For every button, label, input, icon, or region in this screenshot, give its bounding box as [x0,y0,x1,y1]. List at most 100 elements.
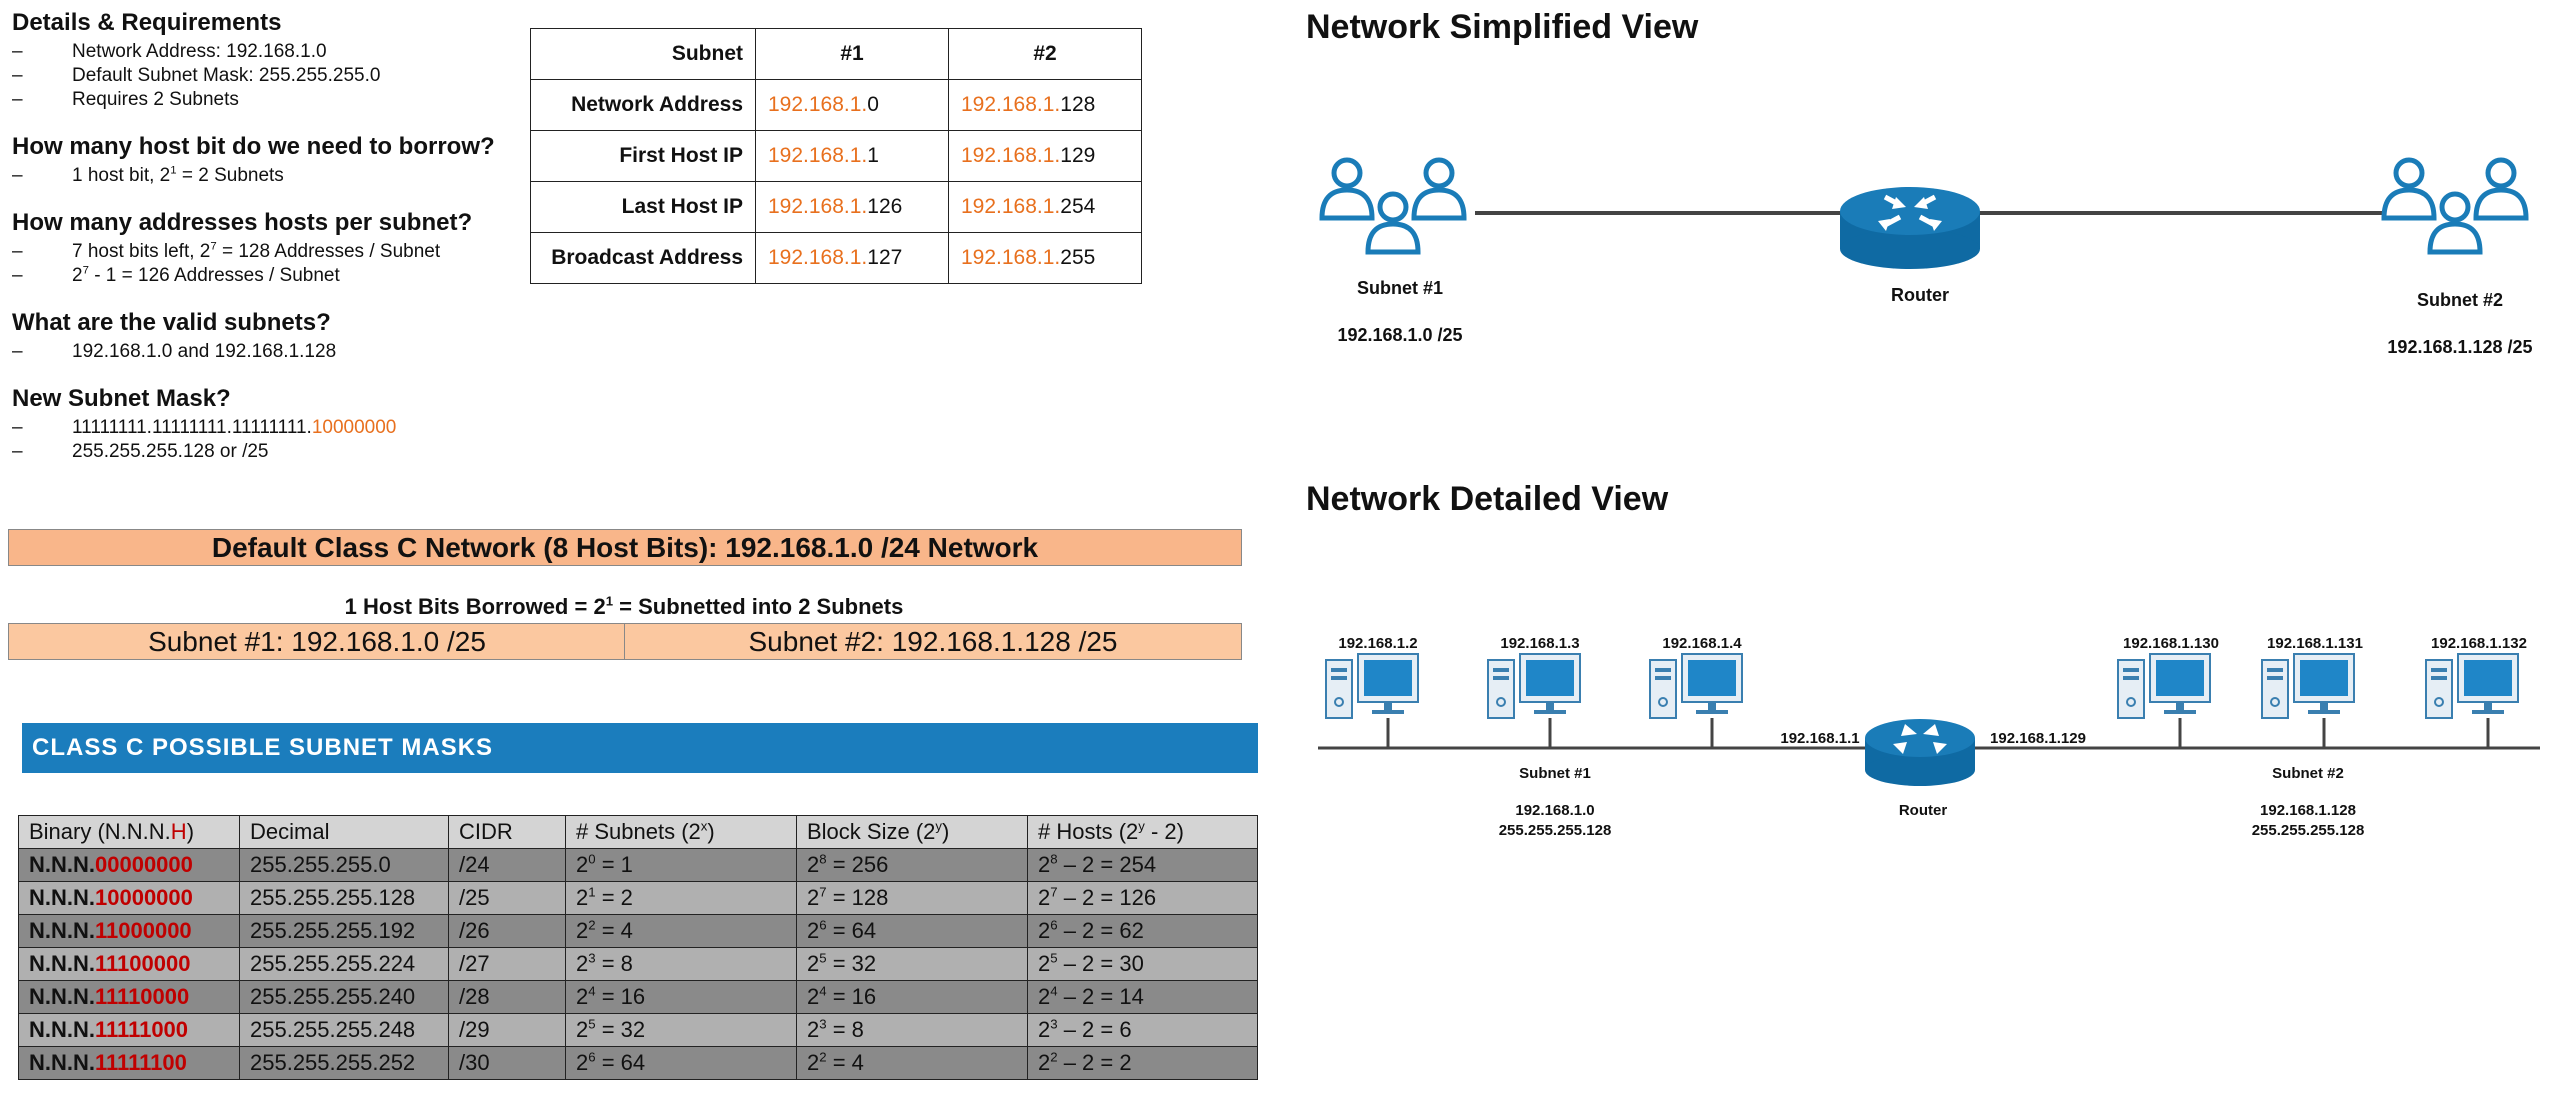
subnets-cell: 24 = 16 [565,980,797,1014]
pc-ip-label: 192.168.1.3 [1500,635,1580,652]
hosts-cell: 28 – 2 = 254 [1027,848,1258,882]
subnet1-value: 192.168.1.0 [755,79,949,131]
class-c-network-banner: Default Class C Network (8 Host Bits): 1… [8,529,1242,566]
hosts-cell: 24 – 2 = 14 [1027,980,1258,1014]
hosts-heading: How many addresses hosts per subnet? [12,209,473,236]
cidr-cell: /24 [448,848,566,882]
borrow-section: How many host bit do we need to borrow? … [12,132,532,188]
subnet-table-header: Subnet #1 #2 [530,28,1142,80]
router-right-ip: 192.168.1.129 [1990,730,2086,747]
detail-item: Requires 2 Subnets [12,88,532,112]
header-cell: Subnet [530,28,756,80]
router-icon [1865,719,1975,786]
detail-item: Default Subnet Mask: 255.255.255.0 [12,64,532,88]
detailed-subnet1-label: Subnet #1 [1519,765,1591,782]
pc-ip-label: 192.168.1.2 [1338,635,1418,652]
header-decimal: Decimal [239,815,449,849]
binary-cell: N.N.N.11100000 [18,947,240,981]
binary-cell: N.N.N.00000000 [18,848,240,882]
mask-heading: New Subnet Mask? [12,385,231,412]
cidr-cell: /29 [448,1013,566,1047]
subnets-cell: 26 = 64 [565,1046,797,1080]
pc-ip-label: 192.168.1.131 [2267,635,2363,652]
hosts-cell: 22 – 2 = 2 [1027,1046,1258,1080]
subnet1-banner: Subnet #1: 192.168.1.0 /25 [8,623,626,660]
cidr-cell: /25 [448,881,566,915]
simplified-diagram [1319,157,2529,269]
subnet2-banner: Subnet #2: 192.168.1.128 /25 [624,623,1242,660]
mask-binary: 11111111.11111111.11111111.10000000 [12,416,532,440]
users-icon [1319,157,1467,255]
block-size-cell: 25 = 32 [796,947,1028,981]
simplified-view-title: Network Simplified View [1306,8,1699,46]
decimal-cell: 255.255.255.252 [239,1046,449,1080]
subnets-cell: 25 = 32 [565,1013,797,1047]
detailed-subnet2-mask: 255.255.255.128 [2251,822,2365,839]
pc-ip-label: 192.168.1.130 [2123,635,2219,652]
computer-icon [1649,653,1743,748]
valid-heading: What are the valid subnets? [12,309,331,336]
hosts-cell: 25 – 2 = 30 [1027,947,1258,981]
details-heading: Details & Requirements [12,9,282,36]
subnet1-value: 192.168.1.1 [755,130,949,182]
computer-icon [2261,653,2355,748]
header-cidr: CIDR [448,815,566,849]
detailed-subnet1-mask: 255.255.255.128 [1498,822,1612,839]
decimal-cell: 255.255.255.240 [239,980,449,1014]
subnets-cell: 20 = 1 [565,848,797,882]
block-size-cell: 27 = 128 [796,881,1028,915]
hosts-cell: 27 – 2 = 126 [1027,881,1258,915]
hosts-item: 27 - 1 = 126 Addresses / Subnet [12,264,532,288]
block-size-cell: 23 = 8 [796,1013,1028,1047]
router-left-ip: 192.168.1.1 [1780,730,1860,747]
valid-item: 192.168.1.0 and 192.168.1.128 [12,340,532,364]
cidr-cell: /30 [448,1046,566,1080]
simplified-subnet1-label: Subnet #1 [1356,278,1444,298]
valid-section: What are the valid subnets? 192.168.1.0 … [12,308,532,364]
subnet1-value: 192.168.1.126 [755,181,949,233]
detailed-diagram [1318,653,2540,786]
borrow-heading: How many host bit do we need to borrow? [12,133,495,160]
detailed-subnet2-label: Subnet #2 [2272,765,2344,782]
block-size-cell: 26 = 64 [796,914,1028,948]
row-label: First Host IP [530,130,756,182]
requirements-notes: Details & Requirements Network Address: … [12,8,532,484]
pc-ip-label: 192.168.1.4 [1662,635,1742,652]
computer-icon [2117,653,2211,748]
subnets-cell: 21 = 2 [565,881,797,915]
subnet2-value: 192.168.1.129 [948,130,1142,182]
detailed-subnet2-network: 192.168.1.128 [2260,802,2356,819]
binary-cell: N.N.N.11000000 [18,914,240,948]
header-binary: Binary (N.N.N.H) [18,815,240,849]
pc-ip-label: 192.168.1.132 [2431,635,2527,652]
computer-icon [2425,653,2519,748]
block-size-cell: 28 = 256 [796,848,1028,882]
decimal-cell: 255.255.255.128 [239,881,449,915]
subnet2-value: 192.168.1.128 [948,79,1142,131]
subnets-cell: 23 = 8 [565,947,797,981]
row-label: Last Host IP [530,181,756,233]
block-size-cell: 22 = 4 [796,1046,1028,1080]
binary-cell: N.N.N.10000000 [18,881,240,915]
binary-cell: N.N.N.11111100 [18,1046,240,1080]
header-cell: #2 [948,28,1142,80]
header-cell: #1 [755,28,949,80]
decimal-cell: 255.255.255.0 [239,848,449,882]
users-icon [2381,157,2529,255]
mask-decimal: 255.255.255.128 or /25 [12,440,532,464]
decimal-cell: 255.255.255.224 [239,947,449,981]
decimal-cell: 255.255.255.248 [239,1013,449,1047]
hosts-section: How many addresses hosts per subnet? 7 h… [12,208,532,288]
subnet-table: Subnet #1 #2 Network Address 192.168.1.0… [530,28,1142,284]
subnet2-value: 192.168.1.254 [948,181,1142,233]
computer-icon [1325,653,1419,748]
details-section: Details & Requirements Network Address: … [12,8,532,112]
hosts-cell: 23 – 2 = 6 [1027,1013,1258,1047]
simplified-subnet2-address: 192.168.1.128 /25 [2387,337,2533,357]
